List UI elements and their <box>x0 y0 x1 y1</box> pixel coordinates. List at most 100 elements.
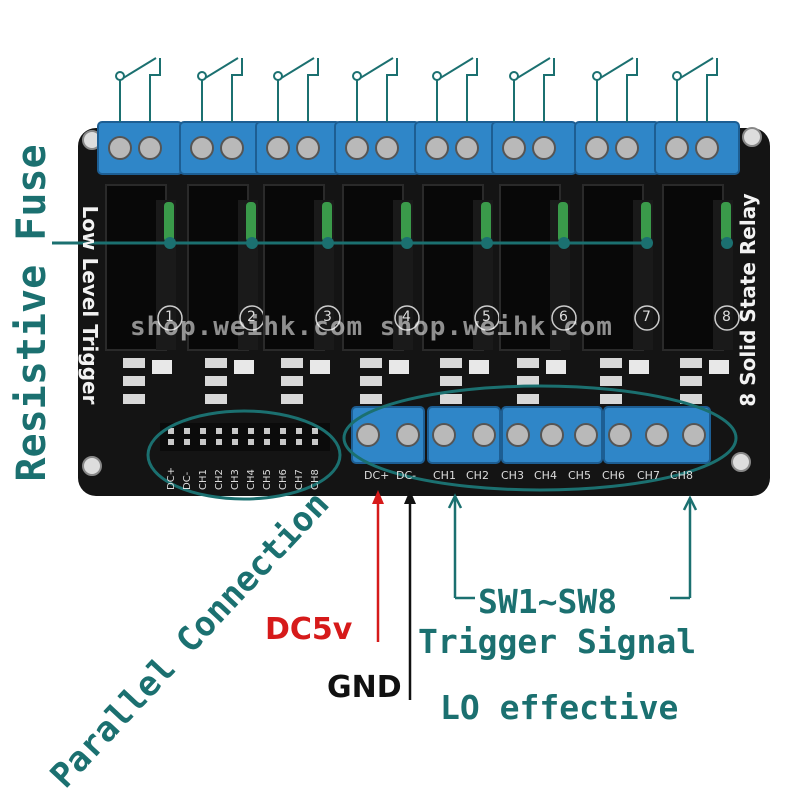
header-pin <box>280 439 286 445</box>
mounting-hole <box>82 456 102 476</box>
smd-resistor <box>600 358 622 368</box>
fuse-marker-dot <box>721 237 733 249</box>
resistive-fuse <box>246 202 256 242</box>
channel-number: 6 <box>559 309 568 325</box>
smd-led <box>546 360 566 374</box>
switch-pivot <box>352 71 362 81</box>
smd-resistor <box>600 394 622 404</box>
channel-number: 7 <box>642 309 651 325</box>
gnd-annotation: GND <box>327 670 402 705</box>
smd-resistor <box>517 376 539 386</box>
smd-led <box>310 360 330 374</box>
terminal-screw <box>296 136 320 160</box>
terminal-highlight-ellipse <box>342 384 738 492</box>
pin-header-body <box>160 423 330 451</box>
terminal-screw <box>532 136 556 160</box>
sw1-arrowhead <box>447 493 463 509</box>
fuse-marker-dot <box>641 237 653 249</box>
terminal-screw <box>356 423 380 447</box>
header-pin-label: CH1 <box>198 469 209 490</box>
mounting-hole <box>742 127 762 147</box>
header-pin <box>312 428 318 434</box>
smd-led <box>389 360 409 374</box>
sw-range-annotation: SW1~SW8 <box>478 582 618 621</box>
trigger-signal-annotation: Trigger Signal <box>418 622 697 661</box>
mounting-hole <box>731 452 751 472</box>
smd-resistor <box>281 358 303 368</box>
resistive-fuse <box>164 202 174 242</box>
resistive-fuse <box>401 202 411 242</box>
smd-resistor <box>205 358 227 368</box>
switch-pivot <box>432 71 442 81</box>
output-terminal-blocks <box>97 121 740 175</box>
dc5v-annotation: DC5v <box>265 612 353 647</box>
terminal-screw <box>645 423 669 447</box>
header-pin <box>232 428 238 434</box>
switch-symbols <box>115 57 718 122</box>
terminal-screw <box>502 136 526 160</box>
terminal-screw <box>375 136 399 160</box>
terminal-screw <box>266 136 290 160</box>
terminal-screw <box>190 136 214 160</box>
smd-resistor <box>680 394 702 404</box>
header-pin <box>168 428 174 434</box>
dc5v-arrowhead <box>372 490 384 504</box>
channel-number: 1 <box>165 309 174 325</box>
smd-led <box>234 360 254 374</box>
channel-number-ring <box>551 305 577 331</box>
terminal-label: CH2 <box>466 469 489 482</box>
fuse-marker-dot <box>246 237 258 249</box>
smd-resistor <box>281 376 303 386</box>
terminal-screw <box>540 423 564 447</box>
switch-contact <box>466 58 478 122</box>
terminal-label: CH7 <box>637 469 660 482</box>
pin-header <box>160 423 330 451</box>
smd-resistor <box>123 394 145 404</box>
terminal-screw <box>665 136 689 160</box>
smd-resistor <box>517 394 539 404</box>
channel-number-ring <box>315 305 341 331</box>
header-pin-label: CH7 <box>294 469 305 490</box>
header-pin <box>248 428 254 434</box>
switch-contact <box>543 58 555 122</box>
terminal-label: CH5 <box>568 469 591 482</box>
header-pin <box>232 439 238 445</box>
switch-contact <box>706 58 718 122</box>
header-pin <box>296 428 302 434</box>
smd-resistor <box>600 376 622 386</box>
fuse-markers <box>164 237 733 249</box>
terminal-screw <box>574 423 598 447</box>
switch-pivot <box>197 71 207 81</box>
terminal-screw <box>138 136 162 160</box>
switch-contact <box>626 58 638 122</box>
smd-led <box>629 360 649 374</box>
smd-resistor <box>680 376 702 386</box>
switch-pivot <box>115 71 125 81</box>
channel-number-ring <box>714 305 740 331</box>
switch-contact <box>231 58 243 122</box>
terminal-screw <box>425 136 449 160</box>
header-highlight-ellipse <box>146 409 342 501</box>
header-pin <box>248 439 254 445</box>
watermark: shop.weihk.com shop.weihk.com <box>130 312 613 342</box>
smd-led <box>469 360 489 374</box>
header-pin-label: DC- <box>182 471 193 490</box>
fuse-marker-dot <box>558 237 570 249</box>
channel-number: 8 <box>722 309 731 325</box>
header-pin <box>264 428 270 434</box>
header-pin <box>296 439 302 445</box>
lo-effective-annotation: LO effective <box>440 688 679 727</box>
header-pin <box>168 439 174 445</box>
header-pin <box>184 439 190 445</box>
header-pin-label: CH5 <box>262 469 273 490</box>
fuse-marker-dot <box>481 237 493 249</box>
fuse-marker-dot <box>401 237 413 249</box>
header-pin <box>312 439 318 445</box>
header-pin-label: DC+ <box>166 466 177 490</box>
channel-number-ring <box>157 305 183 331</box>
channel-number: 5 <box>482 309 491 325</box>
fuse-marker-dot <box>164 237 176 249</box>
terminal-screw <box>608 423 632 447</box>
header-pin-label: CH4 <box>246 469 257 490</box>
